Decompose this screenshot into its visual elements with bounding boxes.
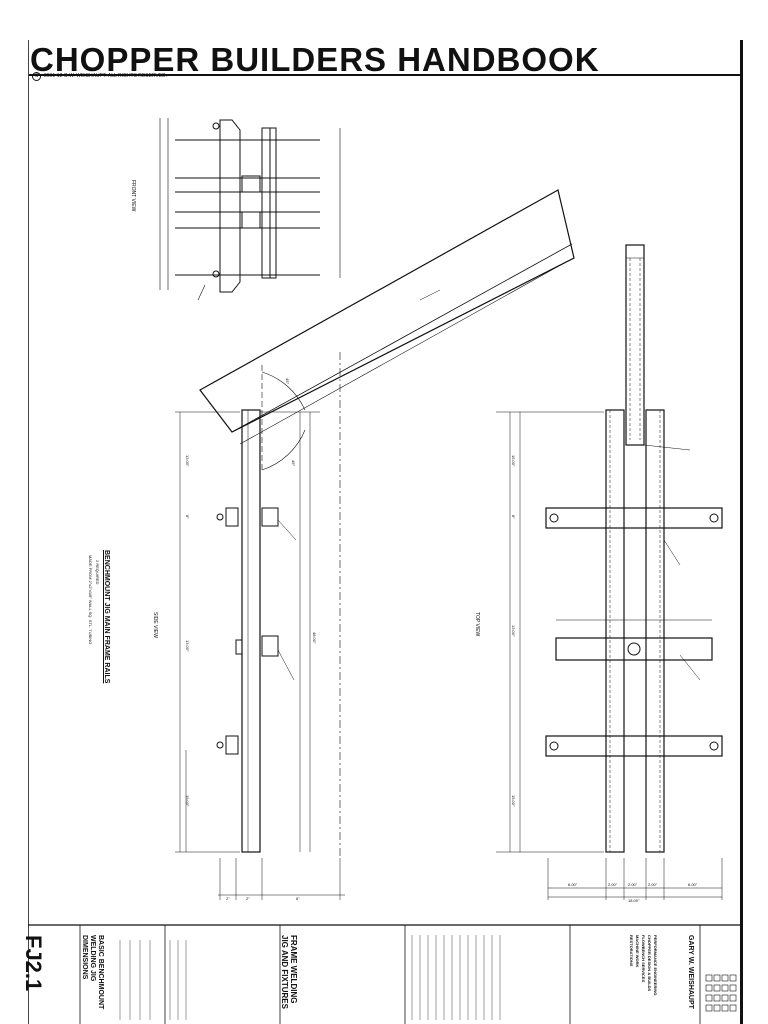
company-logo [705, 974, 737, 1012]
title-block [28, 924, 740, 1024]
company-line-4: MACHINE WORK [635, 935, 640, 968]
dimension-label: 13.00" [185, 455, 190, 467]
dimension-label: 48.00" [312, 632, 317, 644]
drawing-subtitle-2: MADE FROM 2"x2"x1/8" WALL SQ. STL. TUBIN… [88, 555, 93, 645]
dimension-label: 8" [511, 515, 516, 519]
drawing-name-2: WELDING JIG [89, 935, 96, 982]
copyright-text: 2001-12 G.W. WEISHAUPT. ALL RIGHTS RESER… [44, 73, 168, 79]
dimension-label: 15.00" [511, 455, 516, 467]
dimension-label: 13.00" [511, 625, 516, 637]
dimension-label: 2.00" [608, 882, 618, 887]
drawing-subtitle-1: 2 REQUIRED [95, 560, 100, 585]
copyright-symbol: C [32, 72, 41, 81]
page-title: CHOPPER BUILDERS HANDBOOK [30, 41, 600, 78]
top-view-label: TOP VIEW [474, 612, 480, 637]
dimension-label: 2.00" [628, 882, 638, 887]
left-border [28, 40, 29, 1024]
side-view-label: SIDE VIEW [152, 612, 158, 638]
angled-rail-drawing [199, 189, 575, 471]
dimension-label: 15.00" [185, 795, 190, 807]
dimension-label: 2" [246, 896, 250, 901]
header-rule [28, 74, 740, 76]
drawing-name-3: DIMENSIONS [81, 935, 88, 980]
angle-label: 45° [285, 378, 290, 385]
dimension-label: 2" [226, 896, 230, 901]
company-line-1: PERFORMANCE ENGINEERING [653, 935, 658, 996]
angle-label: 45° [291, 460, 296, 467]
top-view-drawing [496, 244, 723, 900]
company-line-2: CHOPPER DESIGN & BUILDS [647, 935, 652, 992]
dimension-label: 6.00" [568, 882, 578, 887]
company-line-5: RESTORATIONS [629, 935, 634, 967]
overall-dimension: 18.00" [628, 898, 640, 903]
dimension-label: 2.00" [648, 882, 658, 887]
drawing-name-1: BASIC BENCHMOUNT [97, 935, 104, 1010]
dimension-label: 15.00" [511, 795, 516, 807]
designer-name: GARY W. WEISHAUPT [687, 935, 694, 1009]
project-name-1: FRAME WELDING [289, 935, 298, 1004]
dimension-label: 6.00" [688, 882, 698, 887]
drawing-title: BENCHMOUNT JIG MAIN FRAME RAILS [103, 550, 110, 684]
right-border [740, 40, 743, 1024]
dimension-label: 6" [296, 896, 300, 901]
company-line-3: FLOWBENCH SERVICES [641, 935, 646, 983]
front-view-label: FRONT VIEW [130, 180, 136, 212]
project-name-2: JIG AND FIXTURES [280, 935, 289, 1009]
dimension-label: 13.00" [185, 640, 190, 652]
front-view-drawing [159, 118, 341, 301]
sheet-number: FJ2.1 [21, 935, 46, 992]
dimension-label: 8" [185, 515, 190, 519]
side-view-drawing [175, 352, 345, 900]
